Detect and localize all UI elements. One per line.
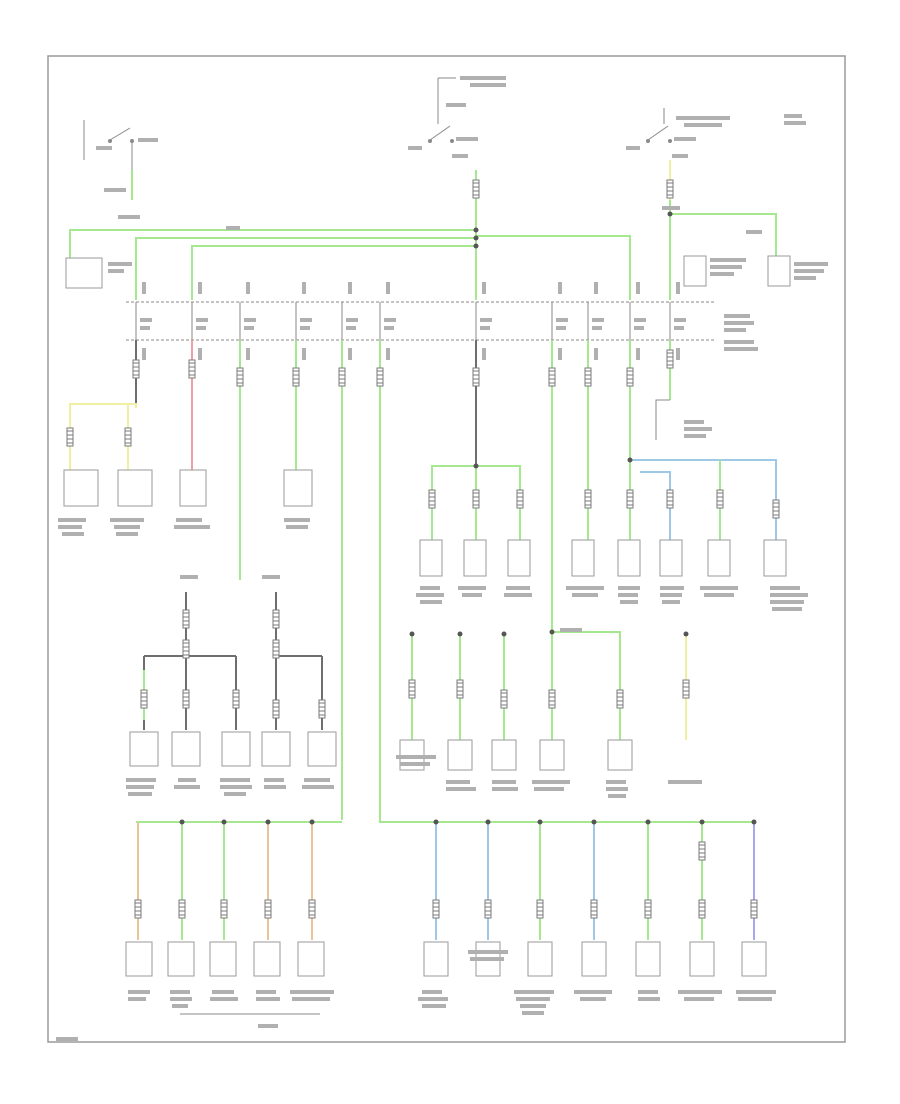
fuse [669, 282, 686, 360]
fuse-panel [126, 301, 758, 351]
wire-connector [626, 367, 634, 387]
splice-dot [473, 235, 479, 241]
wire-connector [584, 367, 592, 387]
wire-connector [682, 679, 690, 699]
wire-connector [264, 899, 272, 919]
fuse [239, 282, 256, 360]
wire-connector [272, 699, 280, 719]
wire-connector [178, 899, 186, 919]
wire-connector [472, 179, 480, 199]
splice-dot [627, 457, 633, 463]
right-branch [617, 340, 808, 611]
splice-dot [473, 463, 479, 469]
splice-dot [221, 819, 227, 825]
upper-feed-wires [65, 160, 828, 300]
bottom-left-bus [125, 821, 342, 1028]
wire-connector [140, 689, 148, 709]
wire-connector [132, 359, 140, 379]
wire-connector [484, 899, 492, 919]
wire-connector [272, 609, 280, 629]
fuse [191, 282, 208, 360]
wire-connector [308, 899, 316, 919]
ignition-switch-center [408, 76, 506, 158]
wire-connector [188, 359, 196, 379]
wire-connector [220, 899, 228, 919]
wire-connector [456, 679, 464, 699]
wire-connector [716, 489, 724, 509]
wire-connector [772, 499, 780, 519]
splice-dot [433, 819, 439, 825]
splice-dot [473, 243, 479, 249]
wire-connector [750, 899, 758, 919]
wire-connector [428, 489, 436, 509]
wire-connector [318, 699, 326, 719]
bottom-right-bus [418, 822, 776, 1015]
splice-dot [591, 819, 597, 825]
splice-dot [501, 631, 507, 637]
wire-connector [536, 899, 544, 919]
wire-connector [590, 899, 598, 919]
splice-dot [457, 631, 463, 637]
wire-connector [644, 899, 652, 919]
splice-dot [751, 819, 757, 825]
left-lower-trees [126, 575, 337, 796]
splice-dot [645, 819, 651, 825]
wire-connector [584, 489, 592, 509]
wire-connector [472, 367, 480, 387]
splice-dot [309, 819, 315, 825]
splice-dot [699, 819, 705, 825]
splice-dot [473, 227, 479, 233]
wire-connector [500, 689, 508, 709]
wire-connector [548, 689, 556, 709]
ignition-switch-right [626, 108, 806, 158]
wire-connector [182, 689, 190, 709]
fuse [341, 282, 358, 360]
wire-connector [182, 639, 190, 659]
splice-dot [179, 819, 185, 825]
wire-connector [182, 609, 190, 629]
diagram-border [47, 55, 846, 1043]
wire-connector [272, 639, 280, 659]
fuse [379, 282, 396, 360]
wire-connector [236, 367, 244, 387]
splice-dot [409, 631, 415, 637]
fuse [587, 282, 604, 360]
wire-connector [666, 489, 674, 509]
splice-dot [667, 211, 673, 217]
ignition-switch-left [83, 120, 158, 200]
wire-connector [376, 367, 384, 387]
corner-code-mark [56, 1037, 78, 1041]
wire-connector [292, 367, 300, 387]
wire-connector [698, 841, 706, 861]
splice-dot [265, 819, 271, 825]
wire-connector [548, 367, 556, 387]
wire-connector [516, 489, 524, 509]
wire-connector [472, 489, 480, 509]
wire-connector [616, 689, 624, 709]
fuse [551, 282, 568, 360]
splice-dot [549, 629, 555, 635]
fuse [629, 282, 646, 360]
fuse [295, 282, 312, 360]
wire-connector [338, 367, 346, 387]
splice-dot [683, 631, 689, 637]
wire-connector [666, 349, 674, 369]
wire-connector [134, 899, 142, 919]
wire-connector [698, 899, 706, 919]
wire-connector [232, 689, 240, 709]
wire-connector [66, 427, 74, 447]
fuse [475, 282, 492, 360]
splice-dot [485, 819, 491, 825]
splice-dot [537, 819, 543, 825]
wire-connector [124, 427, 132, 447]
fuse [135, 282, 152, 360]
connector-marks [66, 179, 780, 919]
fuse-marks [135, 282, 686, 360]
wire-connector [432, 899, 440, 919]
wire-connector [408, 679, 416, 699]
wire-connector [626, 489, 634, 509]
wire-connector [666, 179, 674, 199]
